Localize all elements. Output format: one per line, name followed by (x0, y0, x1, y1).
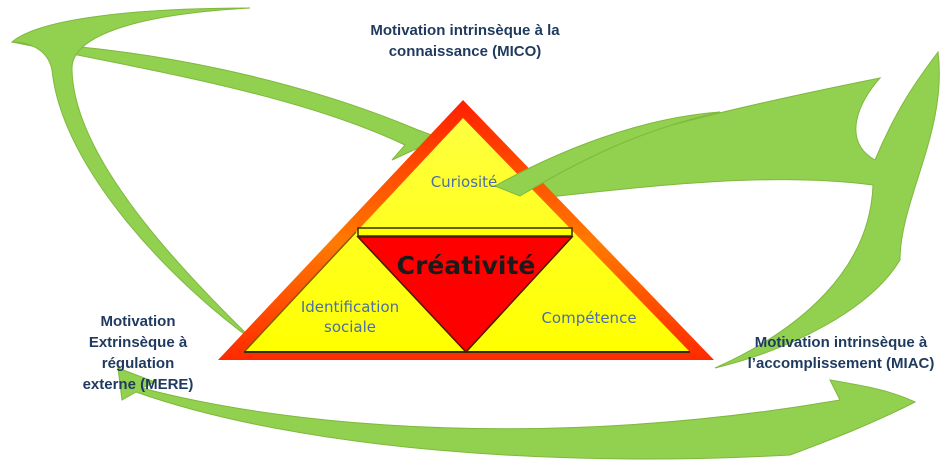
label-miac-line-1: Motivation intrinsèque à (754, 334, 928, 351)
pyramid-label-creativite: Créativité (396, 251, 536, 280)
green-arrow-bottom-sweep (117, 367, 917, 460)
label-mico-line-2: connaissance (MICO) (388, 43, 542, 60)
green-arrow-right-loop (504, 50, 940, 369)
label-mere-line-4: externe (MERE) (82, 376, 194, 393)
center-inverted-triangle (356, 236, 574, 354)
label-mico-line-1: Motivation intrinsèque à la (370, 22, 560, 39)
pyramid-label-identification: Identification sociale (280, 297, 420, 337)
pyramid-line-left (243, 231, 357, 353)
label-miac-line-2: l’accomplissement (MIAC) (747, 355, 935, 372)
label-mere-line-3: régulation (101, 355, 175, 372)
pyramid-label-identification-line-1: Identification (300, 298, 400, 316)
label-mere-line-1: Motivation (100, 313, 176, 330)
label-mere: Motivation Extrinsèque à régulation exte… (68, 311, 208, 395)
pyramid-label-competence: Compétence (541, 309, 637, 327)
green-arrow-front-overlay (493, 111, 721, 197)
label-mere-line-2: Extrinsèque à (88, 334, 188, 351)
green-arrow-left-descending (10, 7, 256, 343)
center-top-band (357, 227, 573, 237)
pyramid-label-identification-line-2: sociale (324, 318, 376, 336)
label-miac: Motivation intrinsèque à l’accomplisseme… (730, 332, 952, 374)
label-mico: Motivation intrinsèque à la connaissance… (340, 20, 590, 62)
pyramid-label-curiosite: Curiosité (430, 173, 498, 191)
